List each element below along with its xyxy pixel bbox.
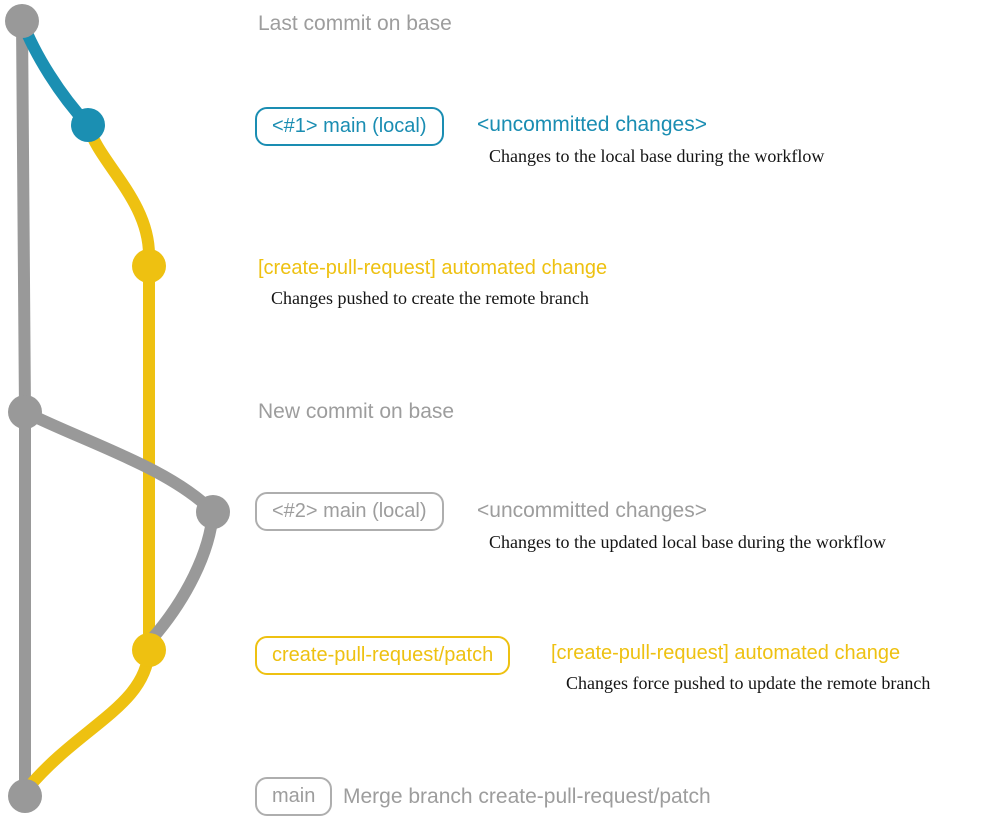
label-automated-change-2: [create-pull-request] automated change — [551, 642, 901, 664]
branch-create-pull-request-path — [82, 123, 155, 648]
commit-node-uncommitted-1 — [71, 108, 105, 142]
desc-automated-change-2: Changes force pushed to update the remot… — [566, 673, 931, 693]
label-merge-branch: Merge branch create-pull-request/patch — [343, 785, 711, 808]
desc-automated-change-1: Changes pushed to create the remote bran… — [271, 288, 589, 308]
badge-main-local-1: <#1> main (local) — [255, 107, 444, 146]
badge-main: main — [255, 777, 333, 816]
badge-main-local-2: <#2> main (local) — [255, 492, 444, 531]
commit-node-automated-change-1 — [132, 249, 166, 283]
commit-node-uncommitted-2 — [196, 495, 230, 529]
branch-merge-path — [23, 649, 155, 792]
commit-node-new-base — [8, 395, 42, 429]
label-uncommitted-changes-2: <uncommitted changes> — [477, 499, 707, 522]
label-new-commit-on-base: New commit on base — [258, 400, 455, 423]
label-last-commit-on-base: Last commit on base — [258, 12, 452, 35]
label-automated-change-1: [create-pull-request] automated change — [258, 257, 608, 279]
branch-local-changes-2-path — [22, 406, 220, 644]
badge-create-pull-request-patch: create-pull-request/patch — [255, 636, 511, 675]
branch-local-changes-1-path — [16, 18, 93, 130]
label-uncommitted-changes-1: <uncommitted changes> — [477, 113, 707, 136]
commit-node-automated-change-2 — [132, 633, 166, 667]
commit-node-merge — [8, 779, 42, 813]
commit-node-last-base — [5, 4, 39, 38]
desc-uncommitted-changes-1: Changes to the local base during the wor… — [489, 146, 825, 166]
desc-uncommitted-changes-2: Changes to the updated local base during… — [489, 532, 886, 552]
